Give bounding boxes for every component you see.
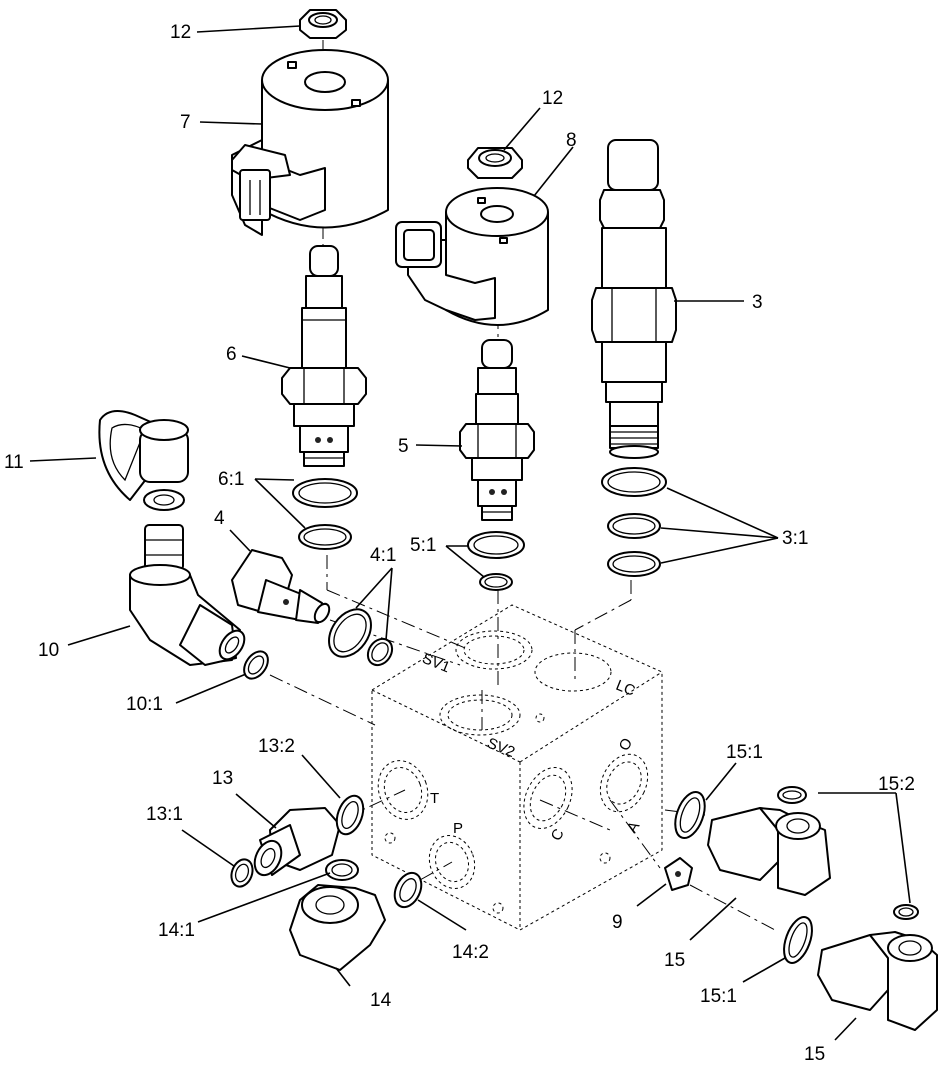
callout-9: 9 [612,912,623,933]
callout-13-1: 13:1 [146,804,183,825]
callout-12-top: 12 [170,22,191,43]
port-c-label: C [548,826,568,844]
callout-15-lower: 15 [804,1044,825,1065]
port-t-label: T [430,790,439,807]
callout-11: 11 [4,452,24,473]
callout-5-1: 5:1 [410,535,436,556]
callout-14: 14 [370,990,392,1011]
port-p-label: P [453,820,463,837]
callout-15-1-upper: 15:1 [726,742,763,763]
callout-13-2: 13:2 [258,736,295,757]
port-labels: SV1 LC SV2 T P C A O [420,650,644,844]
plug-9 [664,857,693,891]
callout-3: 3 [752,292,763,313]
elbow-fitting-15-lower [783,904,938,1031]
callout-15-1-lower: 15:1 [700,986,737,1007]
callout-6-1: 6:1 [218,469,244,490]
elbow-fitting-14 [289,859,423,971]
port-a-label: A [624,819,644,836]
port-lc-label: LC [613,677,637,700]
elbow-fitting-15-upper [674,786,831,896]
port-o-label: O [616,735,637,754]
leader-lines [29,25,911,1041]
callout-7: 7 [180,112,191,133]
elbow-fitting-10 [129,524,246,666]
callout-15-2: 15:2 [878,774,915,795]
port-sv2-label: SV2 [485,735,518,761]
callout-3-1: 3:1 [782,528,808,549]
straight-fitting-13 [253,807,341,877]
callout-14-2: 14:2 [452,942,489,963]
callout-14-1: 14:1 [158,920,195,941]
cartridge-plug-4 [231,549,331,624]
callout-4: 4 [214,508,225,529]
callout-8: 8 [566,130,577,151]
callout-labels: 12 7 12 8 3 6 11 5 6:1 4 5:1 4:1 3:1 10 … [4,22,915,1065]
manifold-block [371,604,663,931]
callout-10: 10 [38,640,59,661]
cartridge-valve-3 [591,139,677,459]
solenoid-coil-8 [395,187,549,326]
o-rings-13 [230,794,365,888]
callout-13: 13 [212,768,233,789]
nut-12-top [299,9,347,39]
port-sv1-label: SV1 [420,650,453,676]
callout-12-mid: 12 [542,88,563,109]
dust-cap-11 [98,410,189,511]
solenoid-valve-6 [281,245,367,467]
callout-4-1: 4:1 [370,545,396,566]
nut-12-mid [467,147,523,179]
solenoid-valve-5 [459,339,535,521]
callout-5: 5 [398,436,409,457]
callout-15-upper: 15 [664,950,685,971]
solenoid-coil-7 [231,49,389,236]
callout-10-1: 10:1 [126,694,163,715]
callout-6: 6 [226,344,237,365]
o-rings [243,467,667,680]
